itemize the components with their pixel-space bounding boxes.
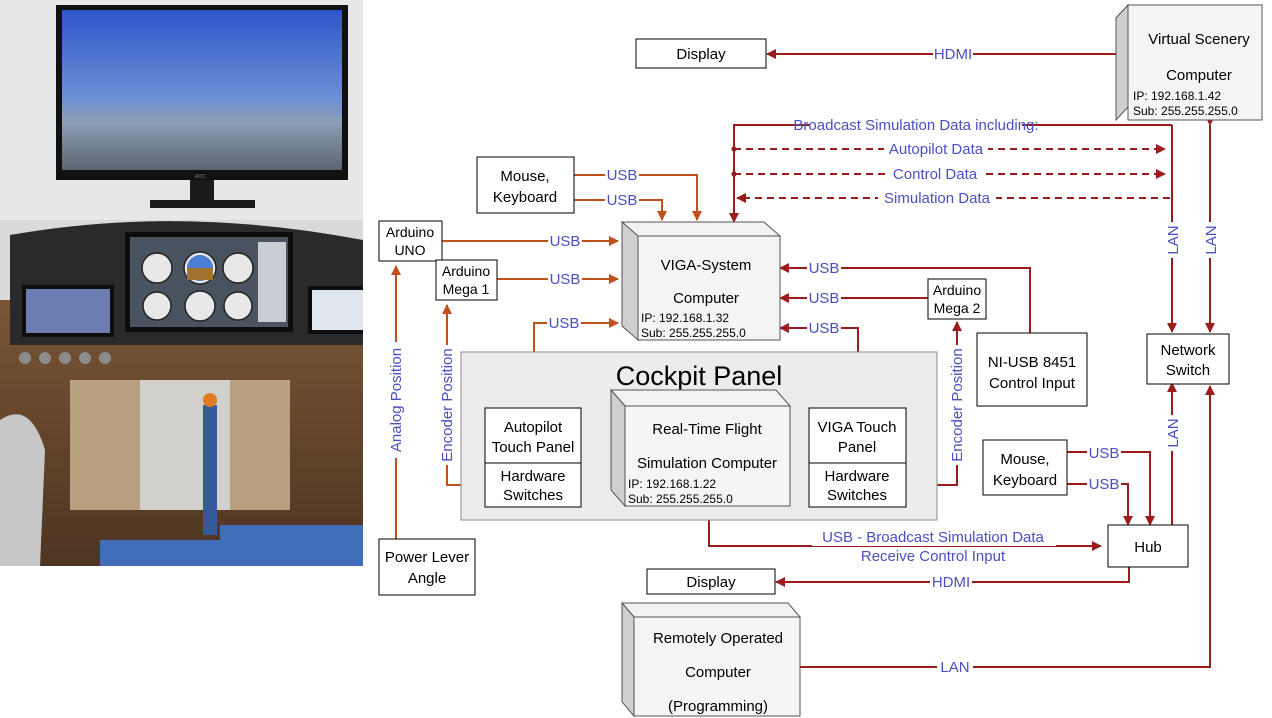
usb-label-mega1: USB (550, 271, 581, 288)
autopilot-line2: Touch Panel (492, 439, 575, 456)
viga-system-computer: VIGA-System Computer IP: 192.168.1.32 Su… (620, 220, 782, 342)
monitor-brand: AOC (195, 174, 206, 180)
mouse-keyboard-top (476, 156, 575, 214)
arduino-uno-line1: Arduino (386, 224, 434, 240)
lan-label-right: LAN (1203, 225, 1220, 254)
virtual-scenery-ip: IP: 192.168.1.42 (1133, 89, 1221, 103)
realtime-sub: Sub: 255.255.255.0 (628, 492, 733, 506)
analog-position-label: Analog Position (388, 348, 405, 452)
lan-label-hub: LAN (1165, 418, 1182, 447)
ni-usb-line1: NI-USB 8451 (988, 354, 1076, 371)
lan-remote-line (800, 385, 1215, 668)
viga-touch-line2: Panel (838, 439, 876, 456)
mouse-keyboard-bottom-line1: Mouse, (1000, 451, 1049, 468)
lan-label-left: LAN (1165, 225, 1182, 254)
arduino-mega2 (927, 278, 987, 320)
arduino-mega1-line2: Mega 1 (443, 281, 490, 297)
hub-label: Hub (1134, 539, 1162, 556)
network-switch (1146, 333, 1230, 385)
viga-system-ip: IP: 192.168.1.32 (641, 311, 729, 325)
broadcast-line (729, 124, 1172, 223)
realtime-line2: Simulation Computer (637, 455, 777, 472)
usb-mouse-top-2 (574, 199, 667, 221)
remote-line1: Remotely Operated (653, 630, 783, 647)
display-bottom (646, 568, 776, 595)
mouse-keyboard-bottom (982, 439, 1068, 496)
encoder-position-left-label: Encoder Position (439, 348, 456, 461)
display-top (635, 38, 767, 69)
cockpit-panel-title: Cockpit Panel (616, 361, 783, 391)
usb-broadcast-label: USB - Broadcast Simulation Data (822, 529, 1044, 546)
autopilot-touch-panel: Autopilot Touch Panel Hardware Switches (484, 407, 582, 508)
arduino-mega2-line1: Arduino (933, 282, 981, 298)
connection-labels: HDMI Broadcast Simulation Data including… (387, 45, 1220, 676)
receive-control-label: Receive Control Input (861, 548, 1006, 565)
remote-line2: Computer (685, 664, 751, 681)
simulation-data-label: Simulation Data (884, 190, 991, 207)
mouse-keyboard-top-line1: Mouse, (500, 168, 549, 185)
ni-usb-8451 (976, 332, 1088, 407)
network-switch-line2: Switch (1166, 362, 1210, 379)
usb-label-viga-touch: USB (809, 320, 840, 337)
usb-label-ni: USB (809, 260, 840, 277)
hdmi-top-label: HDMI (934, 46, 972, 63)
lan-bottom-label: LAN (940, 659, 969, 676)
autopilot-data-label: Autopilot Data (889, 141, 984, 158)
mouse-keyboard-bottom-line2: Keyboard (993, 472, 1057, 489)
hub (1107, 524, 1189, 568)
arduino-mega2-line2: Mega 2 (934, 300, 981, 316)
viga-system-sub: Sub: 255.255.255.0 (641, 326, 746, 340)
usb-label-mouse-bottom-1: USB (1089, 445, 1120, 462)
viga-system-subtitle: Computer (673, 290, 739, 307)
virtual-scenery-title: Virtual Scenery (1148, 31, 1250, 48)
usb-label-mega2: USB (809, 290, 840, 307)
viga-hw-line1: Hardware (824, 468, 889, 485)
hdmi-bottom-line (775, 566, 1130, 587)
usb-ni (779, 263, 1031, 333)
seat (0, 414, 45, 566)
viga-touch-line1: VIGA Touch (818, 419, 897, 436)
broadcast-label: Broadcast Simulation Data including: (793, 117, 1038, 134)
arduino-uno (378, 220, 443, 262)
display-top-label: Display (676, 46, 726, 63)
hdmi-bottom-label: HDMI (932, 574, 970, 591)
display-bottom-label: Display (686, 574, 736, 591)
usb-label-mouse-bottom-2: USB (1089, 476, 1120, 493)
viga-hw-line2: Switches (827, 487, 887, 504)
virtual-scenery-subtitle: Computer (1166, 67, 1232, 84)
control-data-label: Control Data (893, 166, 978, 183)
autopilot-hw-line2: Switches (503, 487, 563, 504)
cockpit-photo: AOC (0, 0, 363, 566)
viga-touch-panel: VIGA Touch Panel Hardware Switches (808, 407, 907, 508)
network-switch-line1: Network (1160, 342, 1216, 359)
remote-computer: Remotely Operated Computer (Programming) (620, 601, 802, 718)
virtual-scenery-computer: Virtual Scenery Computer IP: 192.168.1.4… (1114, 3, 1264, 122)
realtime-line1: Real-Time Flight (652, 421, 762, 438)
usb-label-autopilot: USB (549, 315, 580, 332)
usb-label-mouse-2: USB (607, 192, 638, 209)
monitor: AOC (56, 5, 348, 208)
arduino-mega1 (435, 259, 498, 301)
realtime-flight-computer: Real-Time Flight Simulation Computer IP:… (609, 388, 792, 508)
throttle-lever (203, 405, 217, 535)
power-lever-line2: Angle (408, 570, 446, 587)
ni-usb-line2: Control Input (989, 375, 1076, 392)
usb-label-mouse-1: USB (607, 167, 638, 184)
viga-system-title: VIGA-System (661, 257, 752, 274)
encoder-position-right-label: Encoder Position (949, 348, 966, 461)
realtime-ip: IP: 192.168.1.22 (628, 477, 716, 491)
arduino-uno-line2: UNO (394, 242, 425, 258)
power-lever-angle (378, 538, 476, 596)
usb-label-uno: USB (550, 233, 581, 250)
mouse-keyboard-top-line2: Keyboard (493, 189, 557, 206)
virtual-scenery-sub: Sub: 255.255.255.0 (1133, 104, 1238, 118)
arduino-mega1-line1: Arduino (442, 263, 490, 279)
autopilot-hw-line1: Hardware (500, 468, 565, 485)
autopilot-line1: Autopilot (504, 419, 563, 436)
power-lever-line1: Power Lever (385, 549, 469, 566)
remote-line3: (Programming) (668, 698, 768, 715)
